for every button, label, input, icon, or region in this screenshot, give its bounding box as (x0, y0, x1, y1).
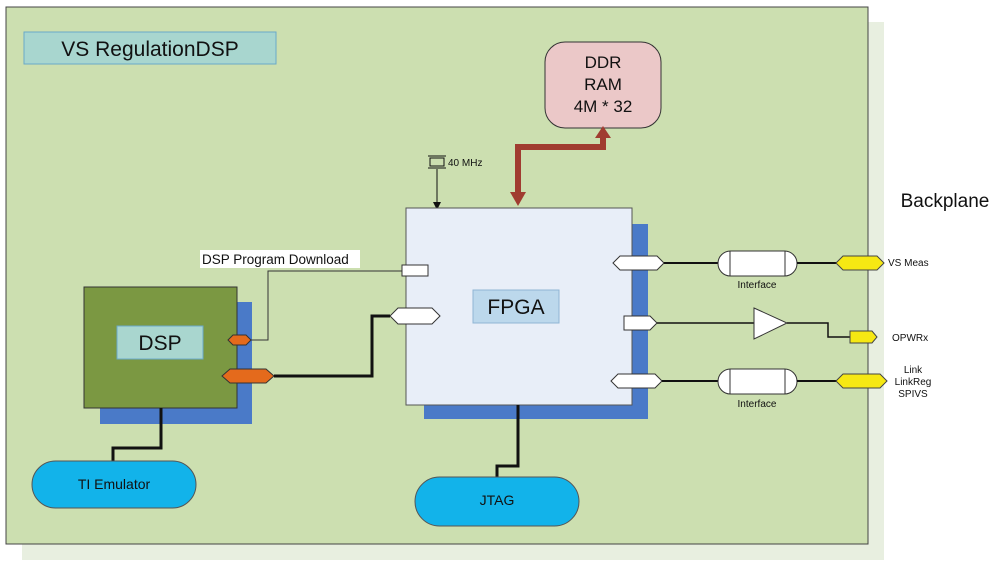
ti-emulator-label: TI Emulator (78, 476, 151, 492)
fpga-dsp-bus-port (389, 307, 441, 325)
fpga-label: FPGA (487, 296, 544, 319)
vsmeas-connector (835, 255, 885, 271)
ddr-bus-arrow-top (595, 126, 611, 138)
dsp-label-box (116, 325, 204, 360)
vsmeas-label: VS Meas (888, 258, 929, 269)
link-label-3: SPIVS (898, 389, 928, 400)
dsp-download-label-bg (200, 250, 360, 268)
link-connector (835, 373, 888, 389)
interface-label-2: Interface (738, 399, 777, 410)
dsp-download-line (251, 270, 402, 341)
dsp-bus-port (221, 368, 275, 384)
amplifier-icon (753, 307, 789, 340)
dsp-download-port (227, 334, 252, 346)
clock-label: 40 MHz (448, 158, 482, 169)
interface-icon (717, 368, 798, 395)
crystal-icon (428, 155, 446, 169)
dsp-label: DSP (138, 332, 181, 355)
dsp-download-label: DSP Program Download (202, 252, 349, 267)
link-label-1: Link (904, 365, 923, 376)
dsp-fpga-bus (274, 314, 390, 378)
ti-emulator-line (111, 408, 163, 463)
fpga-download-port (401, 264, 429, 277)
backplane-label: Backplane (901, 191, 990, 212)
interface-icon (717, 250, 798, 277)
opwrx-connector (849, 330, 878, 344)
link-label-2: LinkReg (895, 377, 932, 388)
fpga-label-box (472, 289, 560, 324)
jtag-label: JTAG (480, 492, 515, 508)
opwrx-line-b (787, 322, 850, 338)
ddr-bus-arrow-bottom (510, 192, 526, 206)
ddr-ram-line-2: RAM (584, 75, 622, 94)
ti-emulator-block (31, 460, 197, 509)
fpga-vsmeas-port (612, 255, 665, 271)
ddr-ram-line-1: DDR (585, 53, 622, 72)
opwrx-label: OPWRx (892, 333, 928, 344)
jtag-block (414, 476, 580, 527)
fpga-opwrx-port (623, 315, 658, 331)
page-title: VS RegulationDSP (61, 38, 238, 61)
ddr-ram-line-3: 4M * 32 (574, 97, 633, 116)
title-box (23, 31, 277, 65)
ddr-bus (515, 135, 606, 192)
jtag-line (495, 405, 520, 479)
fpga-link-port (610, 373, 663, 389)
interface-label-1: Interface (738, 280, 777, 291)
